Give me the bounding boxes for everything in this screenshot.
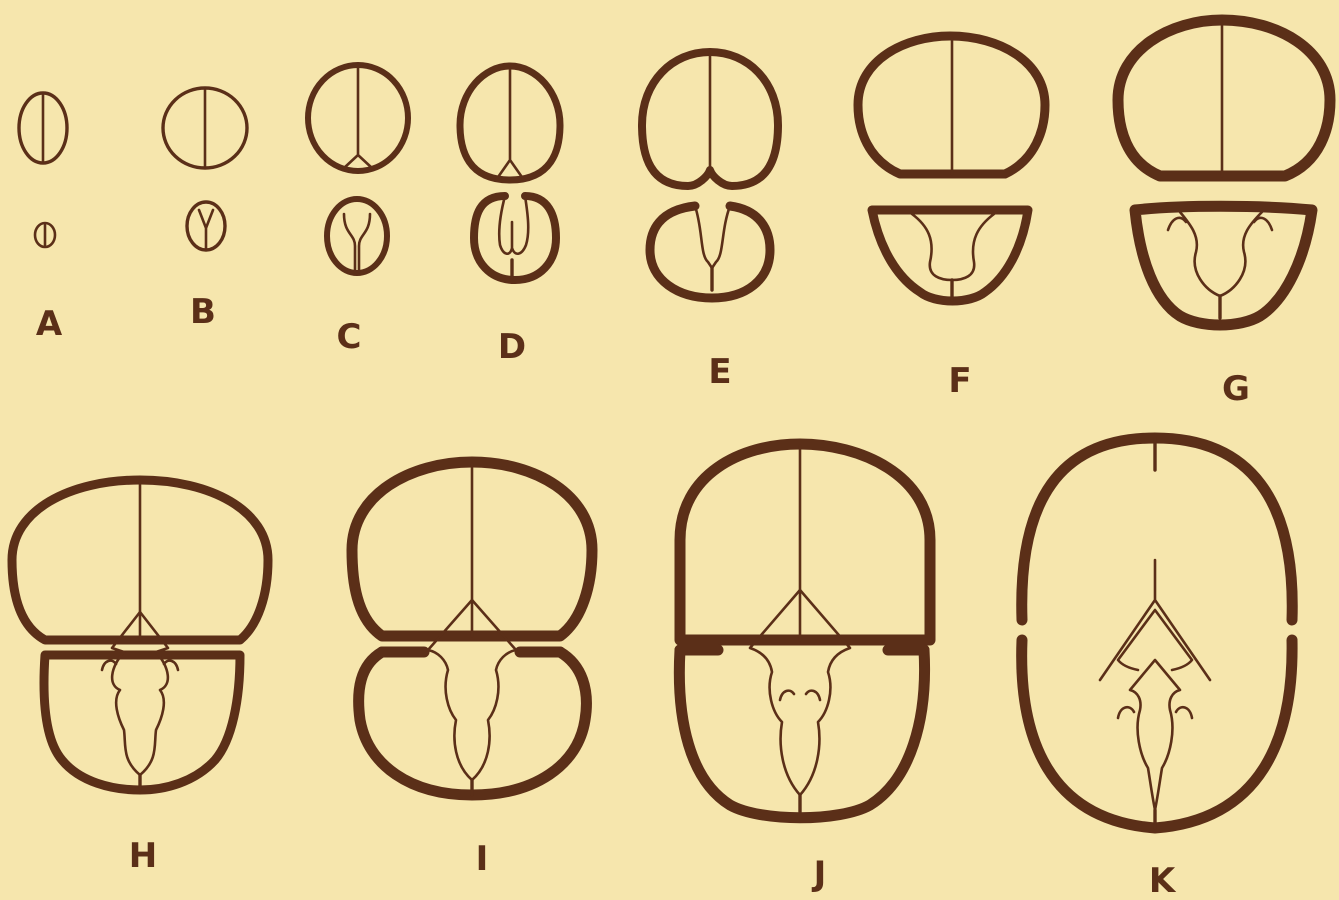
stage-a: A [19,93,67,344]
stage-label-b: B [190,292,216,332]
stage-f: F [858,36,1045,401]
stage-d: D [460,66,560,367]
stage-label-f: F [948,361,971,401]
stage-c: C [308,65,408,357]
stage-label-j: J [812,854,827,894]
stage-label-a: A [36,304,63,344]
stage-label-g: G [1222,369,1250,409]
stage-h: H [12,480,268,876]
stage-b: B [163,88,247,332]
stage-i: I [352,462,592,879]
stage-label-e: E [708,352,731,392]
stage-label-d: D [498,327,526,367]
stage-e: E [642,52,778,392]
stage-g: G [1118,20,1330,409]
stage-label-k: K [1149,861,1177,900]
stage-label-i: I [476,839,489,879]
stage-label-c: C [337,317,362,357]
stage-j: J [679,444,930,894]
stage-label-h: H [129,836,157,876]
stage-k: K [1022,438,1293,900]
